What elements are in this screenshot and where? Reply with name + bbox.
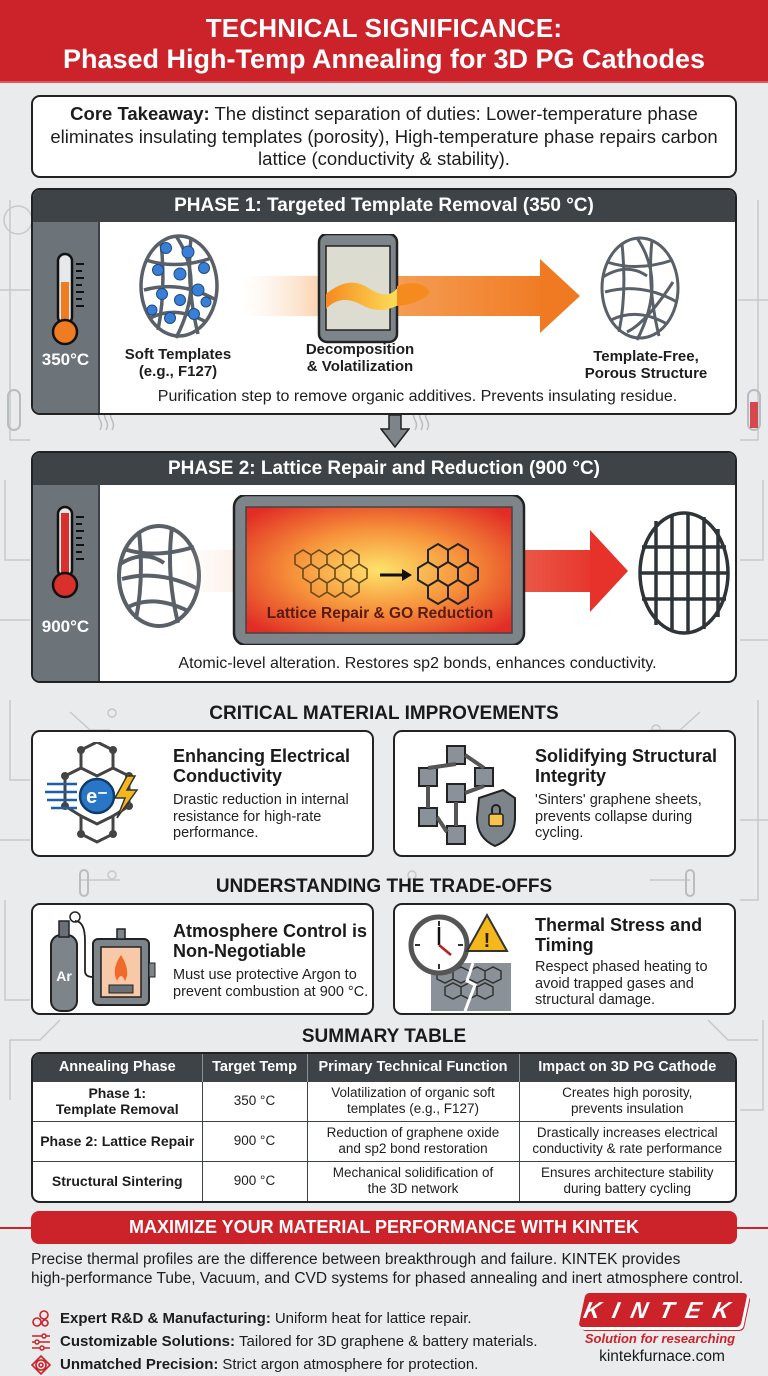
- page-title-line1: TECHNICAL SIGNIFICANCE:: [205, 13, 563, 43]
- tradeoffs-title: UNDERSTANDING THE TRADE-OFFS: [215, 876, 553, 897]
- phase2-temp-label: 900°C: [41, 617, 90, 636]
- gears-icon: [32, 1309, 49, 1327]
- feature-list: Expert R&D & Manufacturing:Uniform heat …: [30, 1307, 538, 1376]
- phase1-step2-caption: Decomposition& Volatilization: [305, 341, 415, 375]
- thermometer-350-icon: [51, 252, 84, 346]
- table-row: Phase 1:Template Removal 350 °C Volatili…: [33, 1080, 735, 1121]
- card-description: 'Sinters' graphene sheets,prevents colla…: [535, 792, 702, 841]
- core-takeaway-box: Core Takeaway: The distinct separation o…: [31, 95, 737, 178]
- cta-rule-right: [737, 1227, 768, 1229]
- phase1-step1-caption: Soft Templates(e.g., F127): [124, 346, 232, 380]
- cell-temp: 900 °C: [202, 1160, 308, 1201]
- cell-temp: 350 °C: [202, 1080, 308, 1121]
- thermometer-900-icon: [51, 505, 84, 599]
- phase1-title: PHASE 1: Targeted Template Removal (350 …: [33, 190, 735, 222]
- feature-item: Customizable Solutions:Tailored for 3D g…: [30, 1330, 538, 1353]
- logo-tagline: Solution for researching: [584, 1331, 736, 1346]
- col-header: Annealing Phase: [33, 1054, 203, 1081]
- svg-text:e⁻: e⁻: [86, 786, 108, 808]
- phase1-panel: PHASE 1: Targeted Template Removal (350 …: [31, 188, 737, 415]
- table-row: Structural Sintering 900 °C Mechanical s…: [33, 1160, 735, 1201]
- table-row: Phase 2: Lattice Repair 900 °C Reduction…: [33, 1120, 735, 1161]
- cell-phase: Structural Sintering: [33, 1160, 203, 1201]
- cell-impact: Creates high porosity,prevents insulatio…: [519, 1080, 735, 1121]
- phase1-note: Purification step to remove organic addi…: [157, 388, 678, 405]
- argon-tank-furnace-icon: Ar: [50, 911, 156, 1012]
- kintek-logo[interactable]: KINTEK Solution for researching kintekfu…: [578, 1293, 748, 1366]
- repaired-lattice-network-icon: [638, 511, 730, 635]
- cta-banner: MAXIMIZE YOUR MATERIAL PERFORMANCE WITH …: [31, 1211, 737, 1244]
- takeaway-text: The distinct separation of duties: Lower…: [50, 103, 718, 169]
- cell-temp: 900 °C: [202, 1120, 308, 1161]
- furnace-reduction-icon: [180, 495, 628, 645]
- argon-label: Ar: [56, 968, 72, 984]
- soft-template-network-icon: [139, 234, 219, 339]
- down-arrow-icon: [380, 415, 410, 449]
- col-header: Target Temp: [202, 1054, 308, 1081]
- table-header-row: Annealing Phase Target Temp Primary Tech…: [33, 1054, 735, 1081]
- improvements-title: CRITICAL MATERIAL IMPROVEMENTS: [209, 703, 559, 724]
- sliders-icon: [32, 1332, 50, 1351]
- cube-framework-shield-icon: [418, 745, 516, 848]
- takeaway-label: Core Takeaway:: [70, 103, 210, 124]
- cta-rule-left: [0, 1227, 31, 1229]
- feature-item: Unmatched Precision:Strict argon atmosph…: [30, 1353, 538, 1376]
- target-icon: [30, 1354, 52, 1375]
- summary-title: SUMMARY TABLE: [301, 1026, 467, 1047]
- furnace-label: Lattice Repair & GO Reduction: [266, 605, 494, 622]
- page-title-line2: Phased High-Temp Annealing for 3D PG Cat…: [62, 44, 706, 74]
- phase1-temp-sidebar: 350°C: [33, 222, 100, 413]
- clock-warning-crack-icon: !: [408, 912, 511, 1012]
- phase1-step3-caption: Template-Free,Porous Structure: [584, 348, 708, 382]
- summary-table: Annealing Phase Target Temp Primary Tech…: [31, 1052, 737, 1203]
- col-header: Impact on 3D PG Cathode: [519, 1054, 735, 1081]
- phase2-title: PHASE 2: Lattice Repair and Reduction (9…: [33, 453, 735, 485]
- phase2-panel: PHASE 2: Lattice Repair and Reduction (9…: [31, 451, 737, 683]
- phase1-temp-label: 350°C: [41, 350, 90, 369]
- website-link[interactable]: kintekfurnace.com: [599, 1348, 725, 1365]
- phase2-temp-sidebar: 900°C: [33, 485, 100, 681]
- cell-phase: Phase 2: Lattice Repair: [33, 1120, 203, 1161]
- col-header: Primary Technical Function: [307, 1054, 520, 1081]
- svg-text:!: !: [484, 930, 491, 952]
- logo-wordmark: KINTEK: [578, 1293, 748, 1327]
- electron-lattice-icon: e⁻: [45, 742, 139, 844]
- page-header: TECHNICAL SIGNIFICANCE: Phased High-Temp…: [0, 0, 768, 83]
- furnace-flame-icon: [240, 234, 580, 344]
- feature-item: Expert R&D & Manufacturing:Uniform heat …: [30, 1307, 538, 1330]
- cta-description: Precise thermal profiles are the differe…: [31, 1251, 744, 1287]
- phase2-note: Atomic-level alteration. Restores sp2 bo…: [178, 655, 657, 672]
- porous-network-icon: [600, 236, 680, 341]
- cell-phase: Phase 1:Template Removal: [33, 1080, 203, 1121]
